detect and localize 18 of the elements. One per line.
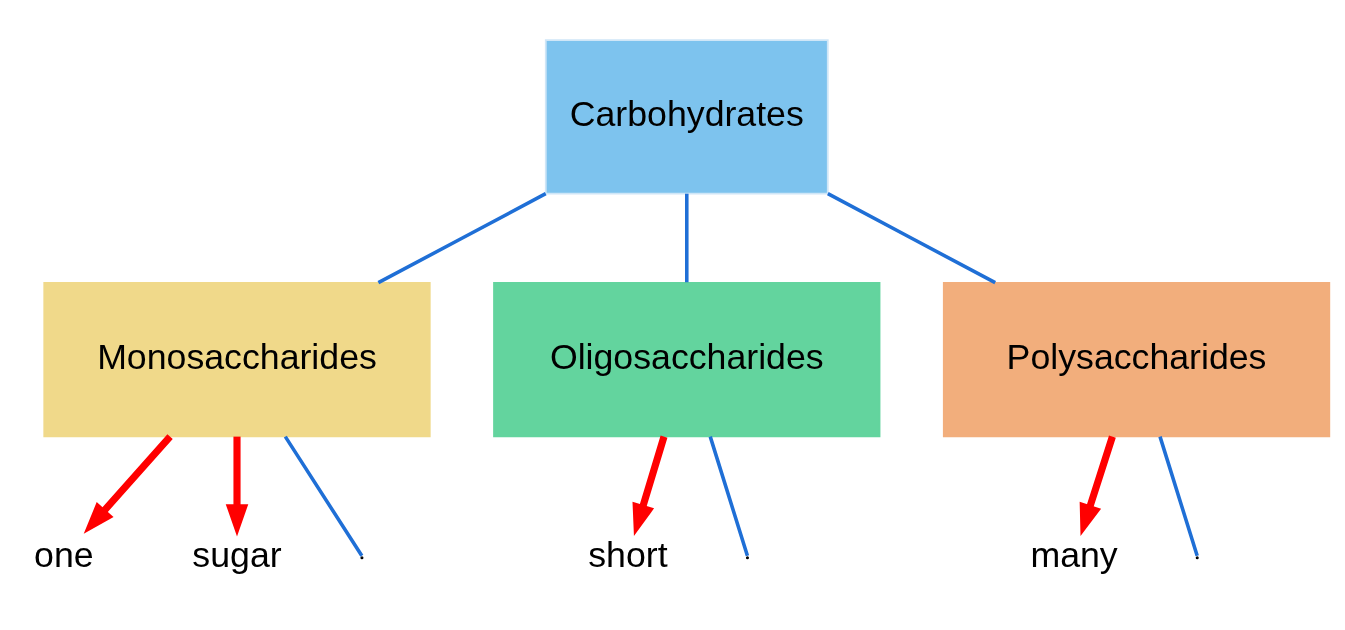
arrow — [83, 434, 173, 534]
node-box: Oligosaccharides — [493, 282, 881, 438]
connector — [283, 435, 364, 557]
arrow — [225, 436, 249, 537]
connector — [827, 192, 997, 285]
node-box: Monosaccharides — [43, 282, 431, 438]
node-text: short — [588, 534, 668, 575]
arrow — [1079, 435, 1116, 536]
connector — [708, 436, 750, 557]
node-box: Carbohydrates — [544, 39, 829, 195]
arrow — [632, 435, 668, 536]
node-text: sugar — [192, 534, 282, 575]
node-text: one — [34, 534, 94, 575]
connector — [685, 193, 689, 283]
connector — [1158, 436, 1199, 557]
connector — [377, 192, 547, 285]
node-text: many — [1030, 534, 1118, 575]
node-box: Polysaccharides — [942, 282, 1331, 438]
